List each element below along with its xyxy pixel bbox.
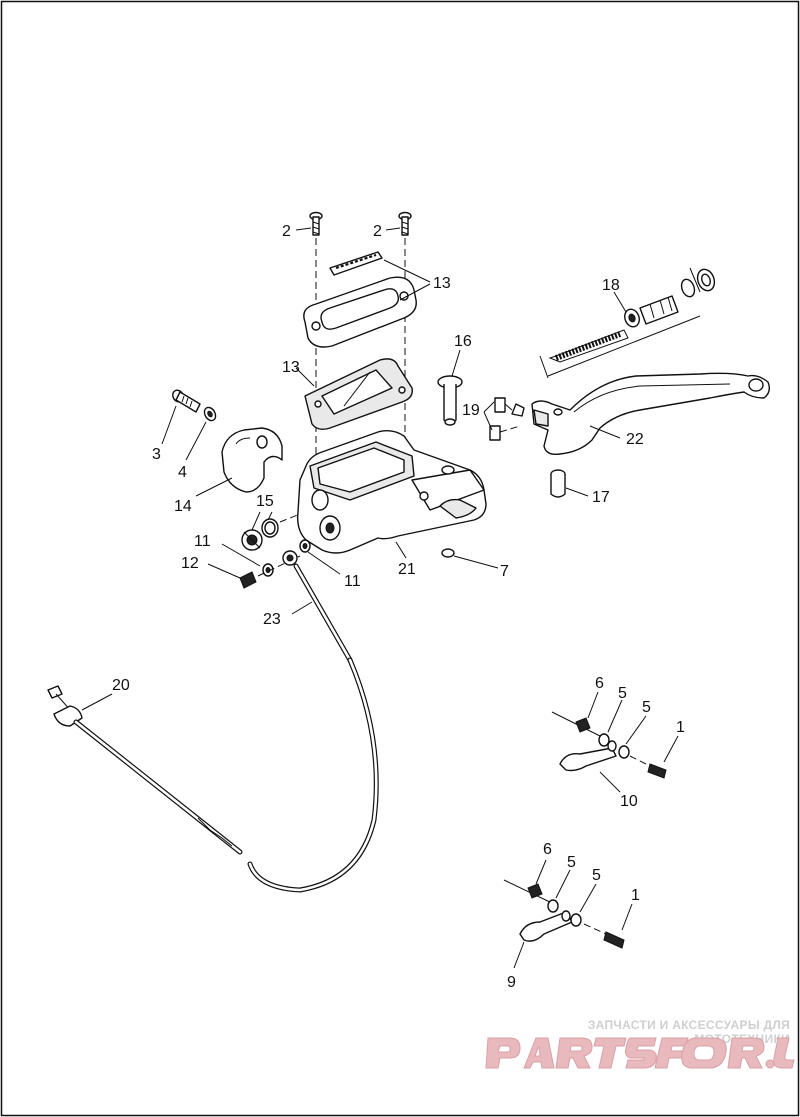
- bracket-assembly-10: [551, 711, 667, 779]
- callout-2: 2: [373, 223, 382, 240]
- master-cylinder-body-21: [296, 429, 487, 554]
- callout-5: 5: [567, 854, 576, 871]
- cover-label-13: [329, 251, 383, 276]
- callout-12: 12: [181, 555, 199, 572]
- washer-11-right: [299, 539, 311, 553]
- callout-7: 7: [500, 563, 509, 580]
- pivot-pin-16: [437, 375, 463, 426]
- washer-4: [203, 406, 217, 422]
- clamp-bolt-3: [172, 389, 201, 413]
- callout-11: 11: [344, 573, 361, 590]
- callout-21: 21: [398, 561, 416, 578]
- reservoir-gasket-13: [304, 358, 413, 431]
- callout-13: 13: [433, 275, 451, 292]
- callout-23: 23: [263, 611, 281, 628]
- callout-20: 20: [112, 677, 130, 694]
- brake-line-23: [247, 550, 379, 893]
- callout-18: 18: [602, 277, 620, 294]
- callout-10: 10: [620, 793, 638, 810]
- callout-17: 17: [592, 489, 610, 506]
- callout-9: 9: [507, 974, 516, 991]
- callout-labels: 2 2 13 13 16 18 19 22 17 3 4 14 15 11 12…: [112, 223, 685, 991]
- callout-3: 3: [152, 446, 161, 463]
- callout-22: 22: [626, 431, 644, 448]
- bracket-assembly-9: [503, 879, 625, 949]
- fitting-15: [241, 513, 301, 551]
- leader-lines: [81, 227, 679, 969]
- brake-switch-19: [489, 397, 525, 441]
- callout-16: 16: [454, 333, 472, 350]
- screw-2-right: [398, 211, 412, 236]
- callout-6: 6: [543, 841, 552, 858]
- brake-lever-22: [531, 372, 771, 456]
- callout-5: 5: [642, 699, 651, 716]
- callout-5: 5: [592, 867, 601, 884]
- callout-1: 1: [676, 719, 685, 736]
- callout-5: 5: [618, 685, 627, 702]
- reservoir-cover-13: [303, 276, 417, 348]
- piston-assembly-18: [539, 267, 716, 379]
- callout-11: 11: [194, 533, 211, 550]
- watermark-logo: [485, 1037, 795, 1069]
- callout-1: 1: [631, 887, 640, 904]
- clip-7: [441, 548, 455, 558]
- hose-end-20: [47, 685, 243, 855]
- callout-4: 4: [178, 464, 187, 481]
- callout-19: 19: [462, 402, 480, 419]
- bushing-17: [550, 469, 566, 498]
- callout-2: 2: [282, 223, 291, 240]
- callout-6: 6: [595, 675, 604, 692]
- callout-14: 14: [174, 498, 192, 515]
- handlebar-clamp-14: [221, 427, 283, 493]
- callout-15: 15: [256, 493, 274, 510]
- callout-13: 13: [282, 359, 300, 376]
- screw-2-left: [309, 211, 323, 236]
